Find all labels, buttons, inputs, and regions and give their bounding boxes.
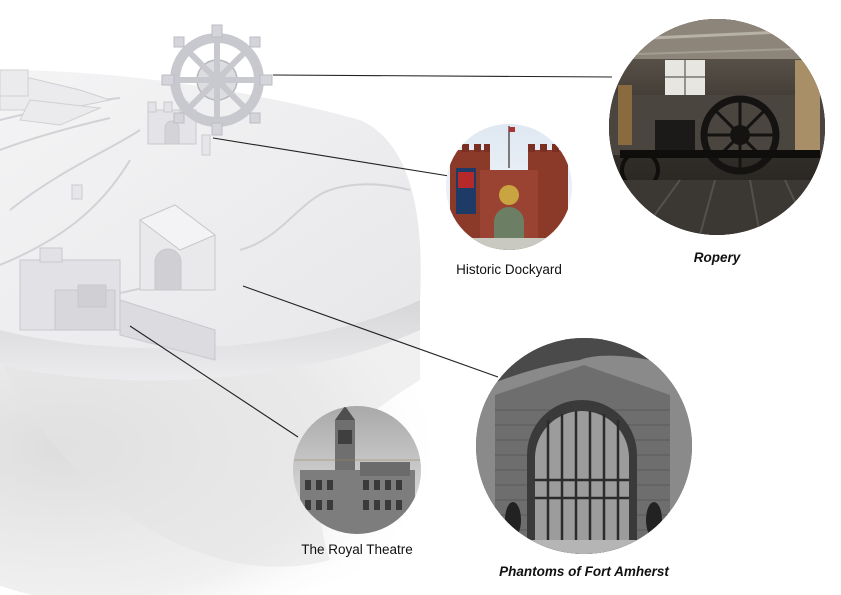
historic-dockyard-label: Historic Dockyard <box>456 262 562 277</box>
fort-gate-model <box>139 204 216 291</box>
leader-line-dockyard <box>212 137 450 177</box>
ropery-label: Ropery <box>693 250 741 265</box>
royal-theatre-label: The Royal Theatre <box>301 542 413 557</box>
ropery-photo[interactable] <box>609 19 825 235</box>
dockyard-photo[interactable] <box>446 124 572 250</box>
ship-wheel-icon <box>161 24 273 136</box>
royal-theatre-photo[interactable] <box>293 406 421 534</box>
leader-line-theatre <box>129 325 299 438</box>
map-disc-side <box>0 300 420 381</box>
leader-lines <box>129 74 613 438</box>
fort-amherst-photo[interactable] <box>476 338 692 554</box>
misc-block <box>71 134 211 200</box>
leader-line-ropery <box>272 74 613 78</box>
terrain-steps <box>0 69 112 126</box>
theatre-model <box>19 247 216 361</box>
fort-amherst-label: Phantoms of Fort Amherst <box>499 564 669 579</box>
leader-line-fort <box>242 285 499 378</box>
